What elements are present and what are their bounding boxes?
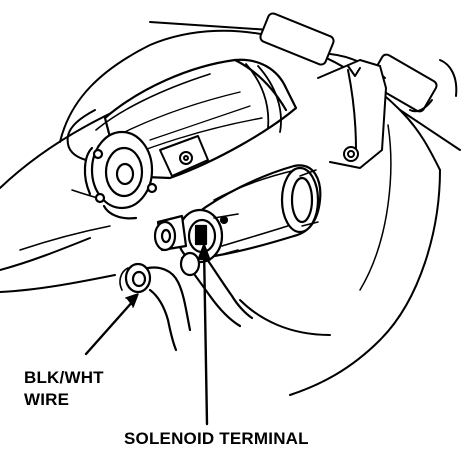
terminal-tab — [159, 135, 209, 177]
wire-label-line1: BLK/WHT — [24, 368, 104, 387]
starter-end-cap — [83, 130, 158, 220]
solenoid-arrow — [197, 243, 211, 426]
solenoid — [194, 164, 322, 258]
solenoid-label-text: SOLENOID TERMINAL — [124, 429, 309, 448]
blk-wht-wire-label: BLK/WHT WIRE — [24, 367, 104, 411]
cable-ring — [153, 214, 188, 252]
solenoid-terminal-label: SOLENOID TERMINAL — [124, 428, 309, 450]
wire-label-line2: WIRE — [24, 390, 70, 409]
wire-arrow — [84, 293, 139, 356]
blk-wht-wire — [119, 262, 192, 352]
battery-cable — [179, 250, 254, 328]
starter-motor-body — [95, 58, 298, 180]
mounting-bracket — [317, 59, 387, 169]
